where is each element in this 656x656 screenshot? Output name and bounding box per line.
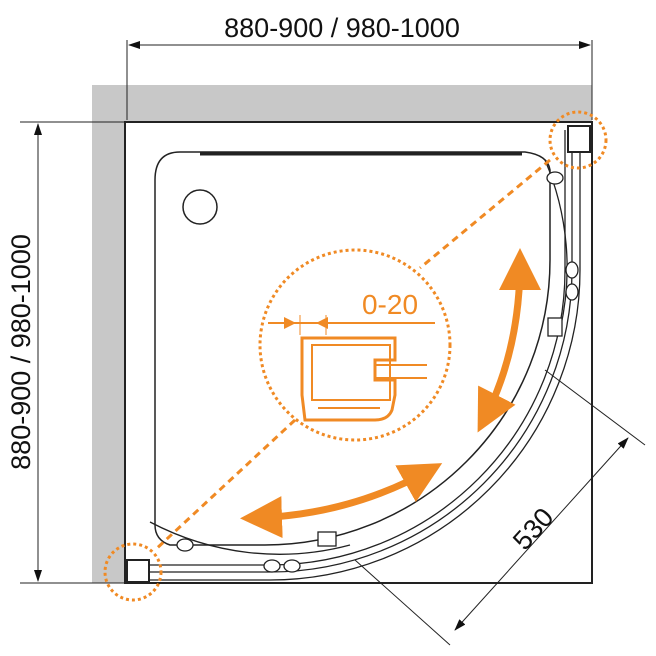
width-dimension: 880-900 / 980-1000 <box>126 13 593 120</box>
drain-icon <box>182 189 218 225</box>
detail-callouts <box>103 110 608 602</box>
depth-label: 880-900 / 980-1000 <box>6 234 36 470</box>
adjust-label: 0-20 <box>362 289 418 320</box>
depth-dimension: 880-900 / 980-1000 <box>6 121 124 584</box>
rotate-arrow-icon <box>240 248 541 539</box>
profile-detail-icon: 0-20 <box>268 289 435 422</box>
width-label: 880-900 / 980-1000 <box>224 13 460 43</box>
